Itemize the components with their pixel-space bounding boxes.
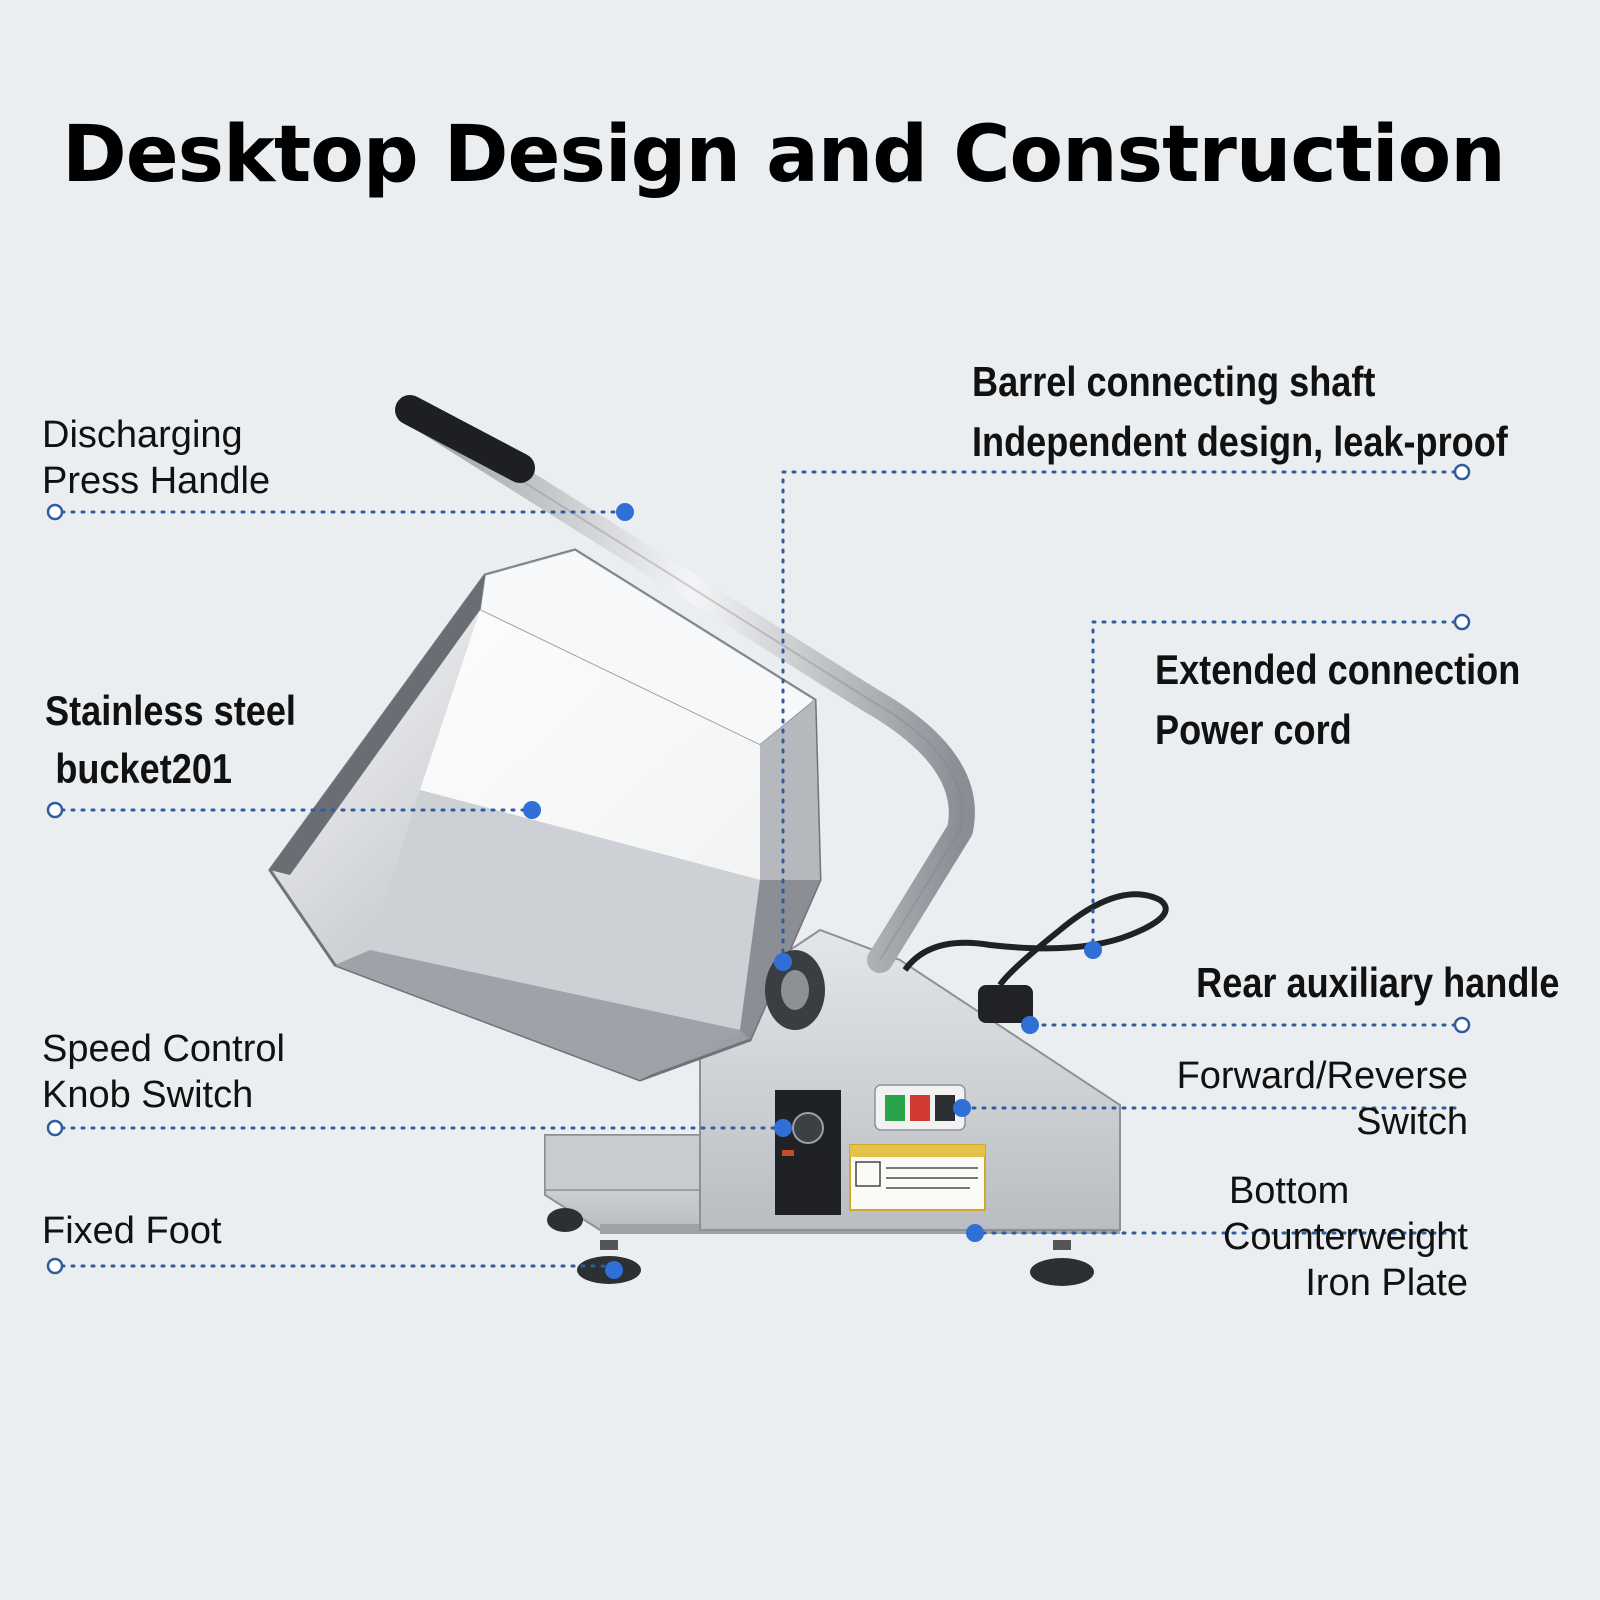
dot-rear-handle (1021, 1016, 1039, 1034)
leader-barrel-shaft (781, 470, 1457, 962)
dot-switch (953, 1099, 971, 1117)
callout-power-cord: Extended connection Power cord (1155, 646, 1521, 753)
callout-counterweight: Bottom Counterweight Iron Plate (1222, 1170, 1468, 1304)
press-handle (412, 407, 975, 973)
dot-bucket (523, 801, 541, 819)
dot-shaft (774, 953, 792, 971)
callout-discharging-handle: Discharging Press Handle (42, 414, 271, 502)
callout-rear-handle: Rear auxiliary handle (1196, 959, 1560, 1006)
page-title: Desktop Design and Construction (62, 110, 1506, 200)
power-cord (902, 891, 1169, 987)
callout-fr-switch: Forward/Reverse Switch (1176, 1055, 1468, 1143)
dot-plate (966, 1224, 984, 1242)
forward-reverse-switch (874, 1084, 966, 1131)
dot-cord (1084, 941, 1102, 959)
callout-fixed-foot: Fixed Foot (42, 1210, 222, 1252)
speed-control-knob (775, 1090, 841, 1215)
rear-handle (978, 985, 1033, 1023)
dot-foot (605, 1261, 623, 1279)
dot-knob (774, 1119, 792, 1137)
stainless-bucket (268, 548, 822, 1082)
leader-power-cord (1091, 620, 1457, 952)
callout-speed-knob: Speed Control Knob Switch (42, 1028, 285, 1116)
callout-stainless-bucket: Stainless steel bucket201 (45, 687, 296, 792)
dot-handle (616, 503, 634, 521)
callout-barrel-shaft: Barrel connecting shaft Independent desi… (972, 358, 1508, 465)
